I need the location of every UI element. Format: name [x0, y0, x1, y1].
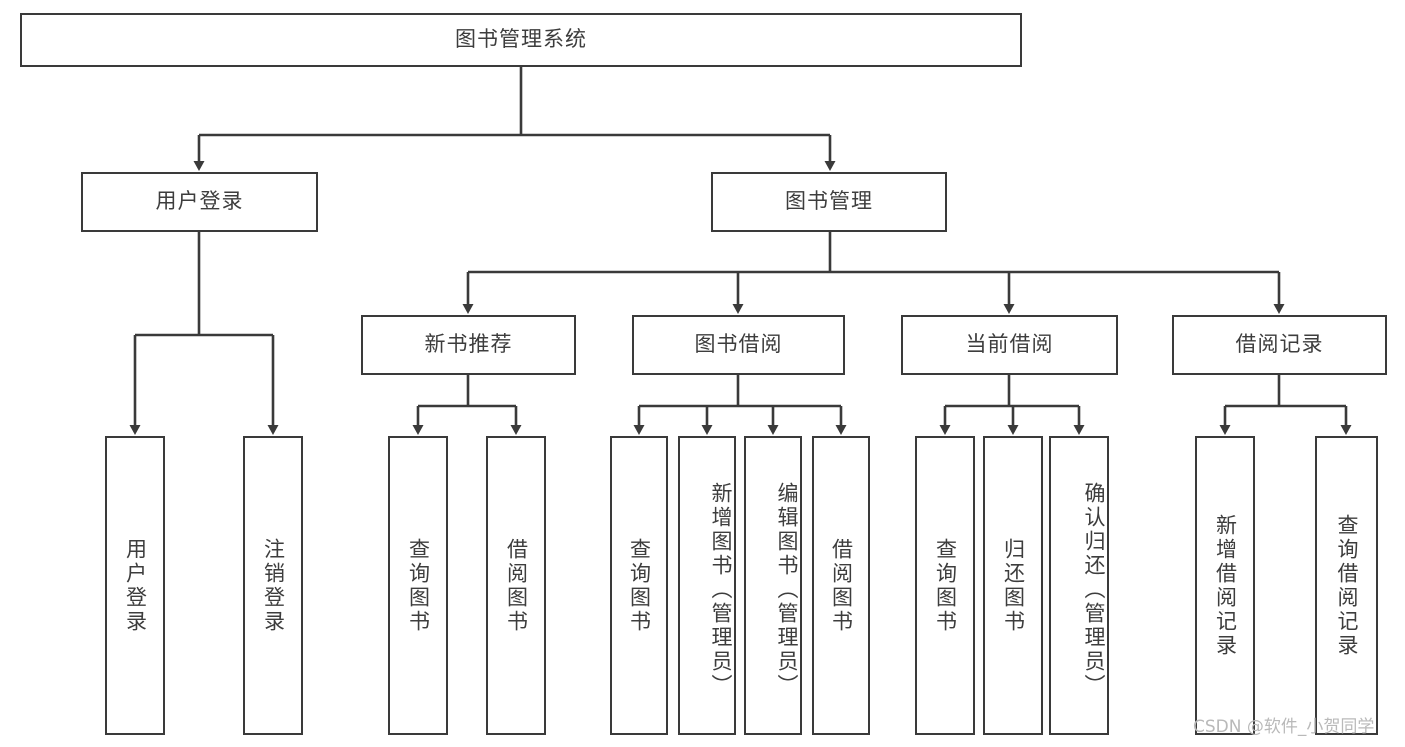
leaf-query-book-borrow[interactable]: 查询图书: [610, 436, 668, 735]
leaf-return-book[interactable]: 归还图书: [983, 436, 1043, 735]
leaf-logout[interactable]: 注销登录: [243, 436, 303, 735]
node-level2-new-book-recommend[interactable]: 新书推荐: [361, 315, 576, 375]
leaf-add-borrow-record[interactable]: 新增借阅记录: [1195, 436, 1255, 735]
leaf-borrow-book[interactable]: 借阅图书: [812, 436, 870, 735]
leaf-user-login[interactable]: 用户登录: [105, 436, 165, 735]
csdn-watermark: CSDN @软件_小贺同学: [1193, 717, 1375, 737]
node-root[interactable]: 图书管理系统: [20, 13, 1022, 67]
leaf-query-borrow-record[interactable]: 查询借阅记录: [1315, 436, 1378, 735]
node-level2-current-borrow[interactable]: 当前借阅: [901, 315, 1118, 375]
node-level2-borrow-record[interactable]: 借阅记录: [1172, 315, 1387, 375]
leaf-confirm-return-admin[interactable]: 确认归还（管理员）: [1049, 436, 1109, 735]
leaf-query-book-recommend[interactable]: 查询图书: [388, 436, 448, 735]
node-level1-user-login[interactable]: 用户登录: [81, 172, 318, 232]
node-level1-book-management[interactable]: 图书管理: [711, 172, 947, 232]
leaf-query-book-current[interactable]: 查询图书: [915, 436, 975, 735]
node-level2-book-borrow[interactable]: 图书借阅: [632, 315, 845, 375]
leaf-add-book-admin[interactable]: 新增图书（管理员）: [678, 436, 736, 735]
leaf-borrow-book-recommend[interactable]: 借阅图书: [486, 436, 546, 735]
leaf-edit-book-admin[interactable]: 编辑图书（管理员）: [744, 436, 802, 735]
